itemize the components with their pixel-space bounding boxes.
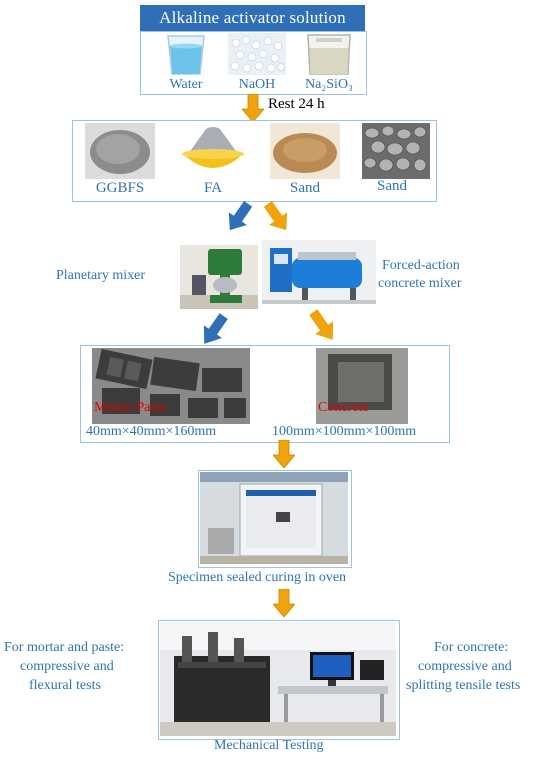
- concrete-cube-image: [316, 348, 408, 424]
- arrow-blue-to-planetary: [222, 200, 256, 234]
- arrow-orange-to-forced: [260, 200, 294, 234]
- rest-label: Rest 24 h: [268, 96, 325, 112]
- arrow-orange-to-concrete: [305, 308, 341, 344]
- forced-action-mixer-image: [262, 240, 376, 304]
- fa-label: FA: [203, 180, 223, 196]
- arrow-down-orange-1: [242, 94, 264, 122]
- concrete-tests-line3: splitting tensile tests: [406, 678, 521, 693]
- na2sio3-label: Na₂SiO₃: [305, 77, 353, 92]
- mechanical-testing-caption: Mechanical Testing: [214, 738, 324, 753]
- sodium-silicate-beaker-image: [302, 32, 356, 76]
- arrow-down-orange-2: [273, 440, 295, 468]
- coarse-aggregate-image: [362, 123, 430, 179]
- activator-header: Alkaline activator solution: [140, 5, 365, 31]
- mortar-size-label: 40mm×40mm×160mm: [86, 424, 217, 439]
- sand-label-2: Sand: [377, 178, 407, 194]
- mortar-paste-label: Mortar Paste: [94, 400, 166, 415]
- planetary-mixer-label: Planetary mixer: [56, 268, 146, 283]
- curing-label: Specimen sealed curing in oven: [168, 570, 347, 585]
- mortar-molds-image: [92, 348, 250, 424]
- arrow-blue-to-mortar: [196, 312, 232, 348]
- oven-image: [200, 472, 348, 564]
- concrete-tests-line1: For concrete:: [434, 640, 509, 655]
- testing-lab-image: [160, 622, 396, 736]
- naoh-pellets-image: [228, 33, 286, 75]
- concrete-size-label: 100mm×100mm×100mm: [272, 424, 417, 439]
- forced-mixer-label-line2: concrete mixer: [378, 276, 462, 291]
- fly-ash-bowl-image: [176, 123, 250, 179]
- sand-label-1: Sand: [290, 180, 320, 196]
- ggbfs-label: GGBFS: [95, 180, 145, 196]
- mortar-tests-line1: For mortar and paste:: [4, 640, 125, 655]
- ggbfs-powder-image: [85, 123, 155, 179]
- water-label: Water: [169, 77, 203, 92]
- arrow-down-orange-3: [273, 589, 295, 617]
- mortar-tests-line3: flexural tests: [29, 678, 101, 693]
- concrete-label: Concrete: [318, 400, 369, 415]
- concrete-tests-line2: compressive and: [418, 659, 512, 674]
- water-beaker-image: [162, 32, 210, 76]
- planetary-mixer-image: [180, 245, 258, 309]
- sand-pile-image: [270, 123, 340, 179]
- naoh-label: NaOH: [238, 77, 276, 92]
- mortar-tests-line2: compressive and: [20, 659, 114, 674]
- forced-mixer-label-line1: Forced-action: [382, 258, 460, 273]
